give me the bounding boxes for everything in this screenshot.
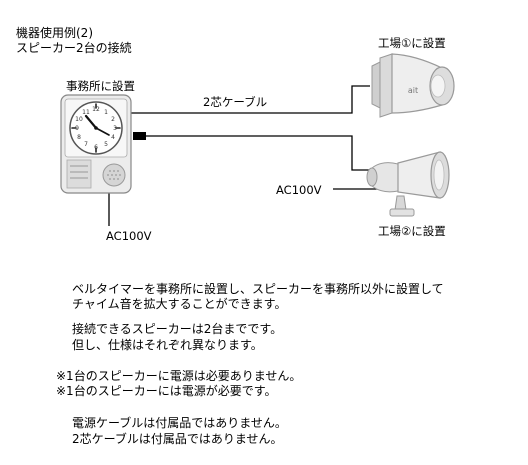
control-panel xyxy=(66,159,92,189)
svg-text:1: 1 xyxy=(104,109,108,116)
office-unit-label: 事務所に設置 xyxy=(66,79,135,93)
speaker-badge-label: ait xyxy=(408,86,418,95)
example-subtitle: スピーカー2台の接続 xyxy=(16,41,132,55)
ac100v-speaker-label: AC100V xyxy=(276,183,322,197)
factory2-label: 工場②に設置 xyxy=(378,224,446,238)
desc-p2-line1: 接続できるスピーカーは2台までです。 xyxy=(72,322,283,336)
desc-p1-line2: チャイム音を拡大することができます。 xyxy=(72,297,287,311)
svg-text:5: 5 xyxy=(104,141,108,148)
speaker1-icon xyxy=(371,53,455,118)
svg-text:12: 12 xyxy=(92,106,100,113)
svg-text:8: 8 xyxy=(77,134,81,141)
desc-p1-line1: ベルタイマーを事務所に設置し、スピーカーを事務所以外に設置して xyxy=(72,282,444,296)
cable-lines xyxy=(108,85,382,226)
desc-p2-line2: 但し、仕様はそれぞれ異なります。 xyxy=(72,338,263,352)
svg-text:7: 7 xyxy=(84,141,88,148)
svg-text:3: 3 xyxy=(113,125,117,132)
svg-text:9: 9 xyxy=(75,125,79,132)
note-power-required: ※1台のスピーカーには電源が必要です。 xyxy=(56,384,277,398)
cable-to-speaker2 xyxy=(146,135,372,171)
desc-p3-line1: 電源ケーブルは付属品ではありません。 xyxy=(72,416,287,430)
svg-text:6: 6 xyxy=(94,144,98,151)
two-core-cable-to-speaker1 xyxy=(131,85,370,114)
svg-text:4: 4 xyxy=(111,134,115,141)
svg-text:2: 2 xyxy=(111,116,115,123)
ac100v-unit-label: AC100V xyxy=(106,229,152,243)
two-core-cable-label: 2芯ケーブル xyxy=(203,95,268,109)
desc-p3-line2: 2芯ケーブルは付属品ではありません。 xyxy=(72,432,283,446)
svg-text:11: 11 xyxy=(82,109,90,116)
speaker2-icon xyxy=(366,151,450,217)
example-title: 機器使用例(2) xyxy=(16,26,93,40)
note-no-power: ※1台のスピーカーに電源は必要ありません。 xyxy=(56,369,302,383)
svg-text:10: 10 xyxy=(75,116,83,123)
cable-connector xyxy=(133,132,146,140)
factory1-label: 工場①に設置 xyxy=(378,36,446,50)
speaker-grille-icon xyxy=(102,163,126,187)
